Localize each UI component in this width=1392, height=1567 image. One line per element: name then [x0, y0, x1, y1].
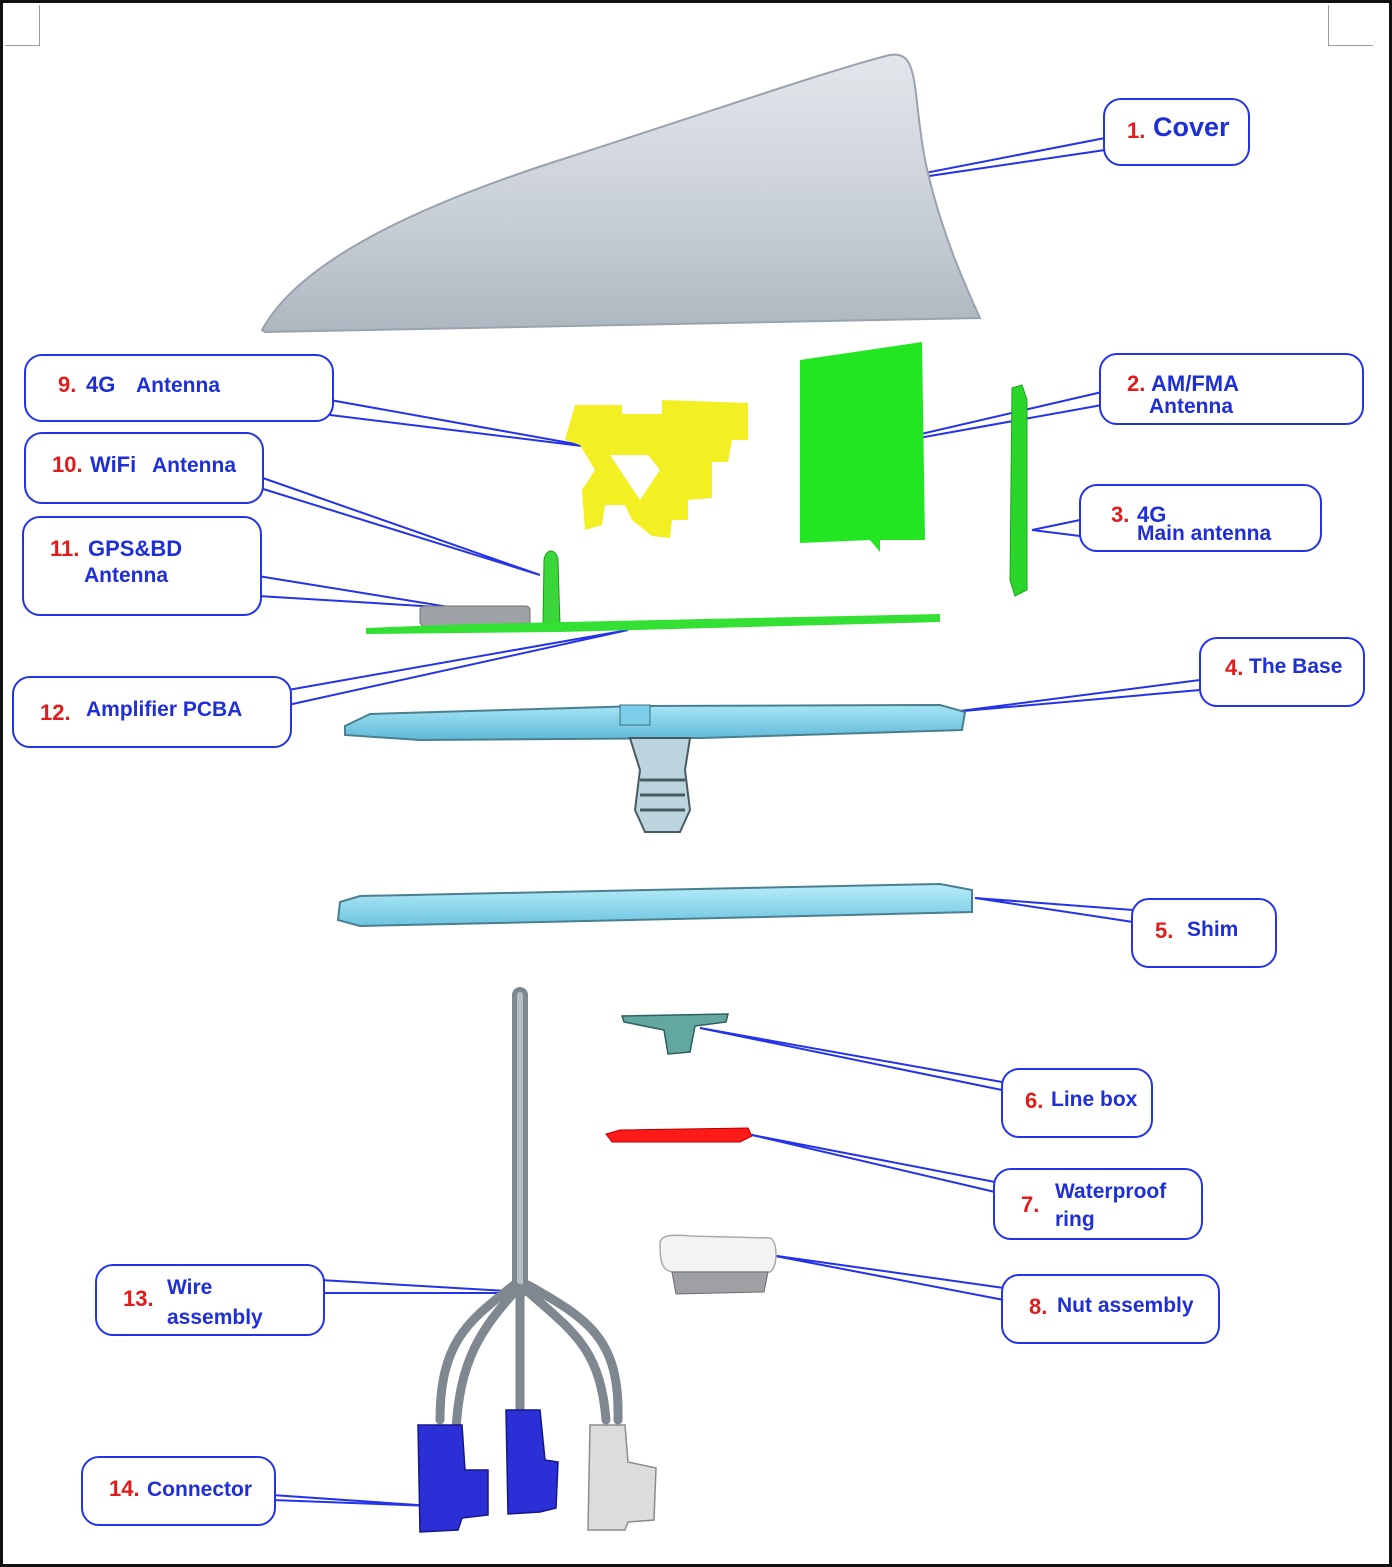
base-part — [344, 703, 967, 833]
callout-4g-main-antenna: 3. 4G Main antenna — [1079, 484, 1322, 552]
part-label: Connector — [147, 1478, 252, 1501]
part-label: WiFi — [90, 452, 137, 477]
callout-line-box: 6. Line box — [1001, 1068, 1153, 1138]
part-number: 8. — [1029, 1294, 1048, 1319]
part-label: 4G — [1137, 502, 1167, 527]
callout-nut-assembly: 8. Nut assembly — [1001, 1274, 1220, 1344]
part-number: 1. — [1127, 118, 1146, 143]
callout-4g-antenna: 9. 4G Antenna — [24, 354, 334, 422]
part-number: 9. — [58, 372, 77, 397]
callout-shim: 5. Shim — [1131, 898, 1277, 968]
page-corner-mark — [1328, 5, 1373, 46]
wifi-antenna-part — [542, 550, 561, 626]
callout-amfm-antenna: 2. AM/FMA Antenna — [1099, 353, 1364, 425]
cover-part — [260, 53, 982, 334]
part-number: 5. — [1155, 918, 1174, 943]
nut-part — [659, 1234, 777, 1295]
part-number: 2. — [1127, 371, 1146, 396]
part-label-line2: ring — [1055, 1208, 1095, 1231]
page-corner-mark — [5, 5, 40, 46]
part-number: 6. — [1025, 1088, 1044, 1113]
gps-module-part — [419, 605, 531, 627]
part-label: 4G — [86, 372, 116, 397]
part-label: GPS&BD — [88, 536, 183, 561]
part-label-line2: assembly — [167, 1306, 263, 1329]
part-label: The Base — [1249, 655, 1343, 678]
waterproof-ring-part — [605, 1127, 753, 1143]
part-number: 4. — [1225, 655, 1244, 680]
part-label: Line box — [1051, 1088, 1138, 1111]
part-number: 10. — [52, 452, 83, 477]
part-number: 7. — [1021, 1192, 1040, 1217]
callout-wifi-antenna: 10. WiFi Antenna — [24, 432, 264, 504]
shim-part — [336, 882, 973, 928]
wire-assembly-part — [435, 987, 623, 1435]
callout-wire-assembly: 13. Wire assembly — [95, 1264, 325, 1336]
amfm-antenna-part — [800, 342, 925, 552]
part-label: Nut assembly — [1057, 1294, 1194, 1317]
callout-the-base: 4. The Base — [1199, 637, 1365, 707]
part-label-suffix: Antenna — [136, 374, 220, 397]
part-label: AM/FMA — [1151, 371, 1239, 396]
callout-gps-bd-antenna: 11. GPS&BD Antenna — [22, 516, 262, 616]
4g-main-antenna-part — [1009, 384, 1028, 597]
part-label: Cover — [1153, 112, 1230, 142]
part-label-line2: Antenna — [1149, 395, 1233, 418]
part-label: Waterproof — [1055, 1180, 1167, 1203]
callout-connector: 14. Connector — [81, 1456, 276, 1526]
part-number: 13. — [123, 1286, 154, 1311]
part-label-line2: Main antenna — [1137, 522, 1272, 545]
part-number: 14. — [109, 1476, 140, 1501]
part-label: Amplifier PCBA — [86, 698, 243, 721]
connector-part — [417, 1409, 657, 1533]
callout-amplifier-pcba: 12. Amplifier PCBA — [12, 676, 292, 748]
part-number: 11. — [50, 536, 80, 561]
pcba-part — [366, 614, 940, 634]
callout-waterproof-ring: 7. Waterproof ring — [993, 1168, 1203, 1240]
callout-cover: 1. Cover — [1103, 98, 1250, 166]
part-number: 12. — [40, 700, 71, 725]
part-label-line2: Antenna — [84, 564, 168, 587]
line-box-part — [620, 1013, 729, 1055]
part-label-suffix: Antenna — [152, 454, 236, 477]
part-label: Wire — [167, 1276, 213, 1299]
part-label: Shim — [1187, 918, 1239, 941]
part-number: 3. — [1111, 502, 1130, 527]
